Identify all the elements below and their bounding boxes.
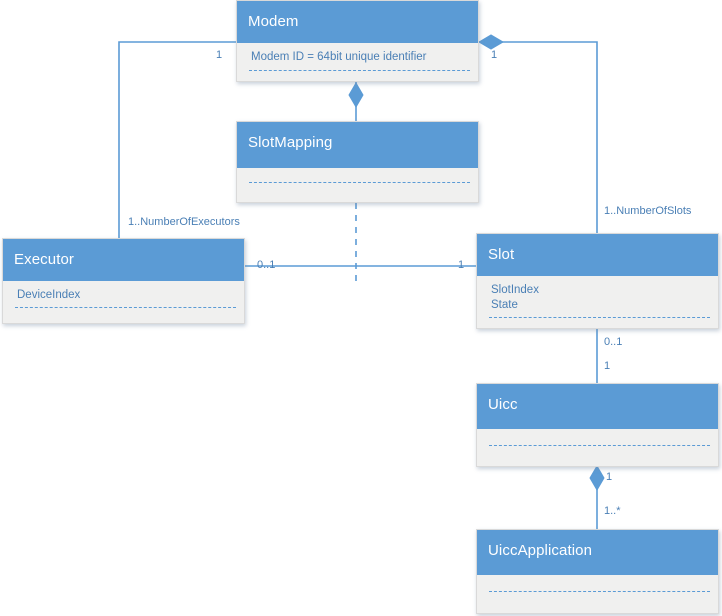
diamond-modem-right [478, 34, 504, 50]
class-body-modem: Modem ID = 64bit unique identifier [237, 43, 478, 83]
class-box-modem[interactable]: Modem Modem ID = 64bit unique identifier [236, 0, 479, 82]
class-title-uicc: Uicc [477, 384, 718, 429]
class-body-uicc [477, 429, 718, 468]
class-title-slot: Slot [477, 234, 718, 276]
class-box-slotmapping[interactable]: SlotMapping [236, 121, 479, 203]
multiplicity-uicc-app-upper: 1 [606, 471, 613, 483]
diamond-uicc-bottom [589, 465, 605, 491]
attribute-separator [489, 317, 710, 318]
attribute-separator [15, 307, 236, 308]
class-attribute: DeviceIndex [17, 289, 81, 301]
class-attribute: SlotIndex [491, 284, 539, 296]
class-box-uicc[interactable]: Uicc [476, 383, 719, 467]
class-body-executor: DeviceIndex [3, 281, 244, 325]
multiplicity-slot-uicc-upper: 0..1 [604, 336, 623, 348]
attribute-separator [489, 445, 710, 446]
multiplicity-slotmapping-slot-end: 1 [458, 259, 465, 271]
attribute-separator [489, 591, 710, 592]
class-body-uiccapplication [477, 575, 718, 615]
class-body-slot: SlotIndex State [477, 276, 718, 330]
class-attribute: State [491, 299, 518, 311]
class-title-uiccapplication: UiccApplication [477, 530, 718, 575]
diamond-modem-bottom [348, 82, 364, 108]
attribute-separator [249, 70, 470, 71]
multiplicity-modem-slot: 1 [491, 49, 498, 61]
assoc-modem-slot [479, 41, 598, 233]
class-box-slot[interactable]: Slot SlotIndex State [476, 233, 719, 329]
class-title-slotmapping: SlotMapping [237, 122, 478, 168]
class-box-executor[interactable]: Executor DeviceIndex [2, 238, 245, 324]
multiplicity-modem-executor: 1 [216, 49, 223, 61]
multiplicity-uicc-app-lower: 1..* [604, 505, 621, 517]
multiplicity-slot-count: 1..NumberOfSlots [604, 205, 692, 217]
class-attribute: Modem ID = 64bit unique identifier [251, 51, 427, 63]
attribute-separator [249, 182, 470, 183]
class-title-executor: Executor [3, 239, 244, 281]
class-body-slotmapping [237, 168, 478, 204]
multiplicity-executor-count: 1..NumberOfExecutors [128, 216, 240, 228]
class-box-uiccapplication[interactable]: UiccApplication [476, 529, 719, 614]
class-title-modem: Modem [237, 1, 478, 43]
multiplicity-slot-uicc-lower: 1 [604, 360, 611, 372]
multiplicity-slotmapping-executor-end: 0..1 [257, 259, 276, 271]
assoc-modem-executor [118, 41, 236, 238]
